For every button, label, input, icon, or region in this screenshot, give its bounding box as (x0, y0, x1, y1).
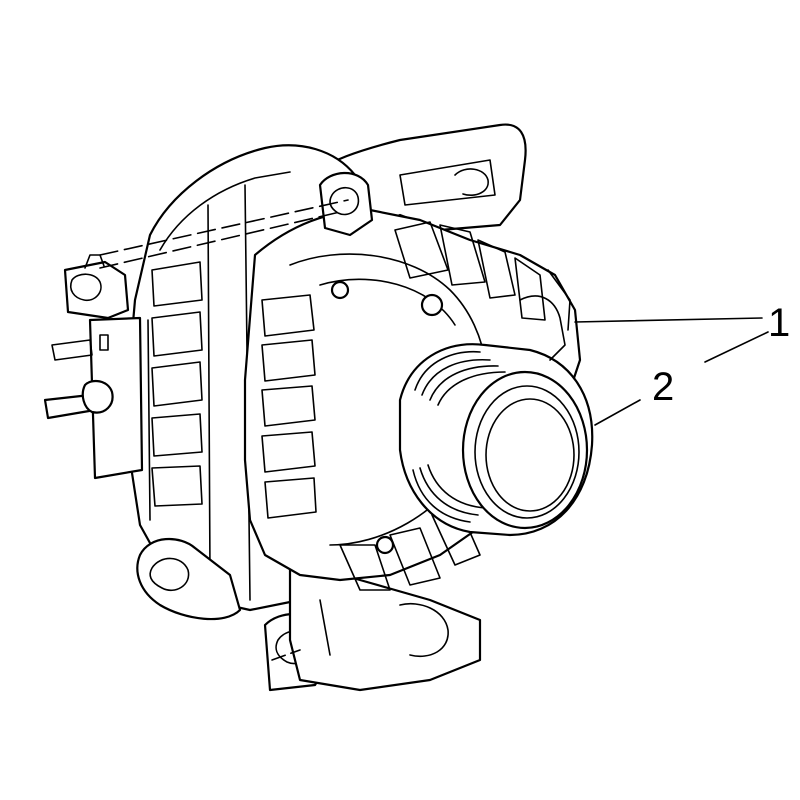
callout-label-1: 1 (768, 301, 790, 345)
battery-terminal-stud (43, 379, 114, 420)
upper-mount-boss (318, 171, 374, 237)
callout-leaders (574, 317, 769, 426)
connector-plug (51, 254, 144, 480)
leader-line-1b (704, 331, 769, 363)
callout-label-2: 2 (652, 365, 674, 409)
leader-line-1a (574, 317, 763, 323)
through-bolt-lines (99, 199, 349, 661)
leader-line-2 (594, 399, 641, 426)
belt-pulley (398, 343, 594, 537)
harness-clip (519, 269, 571, 361)
